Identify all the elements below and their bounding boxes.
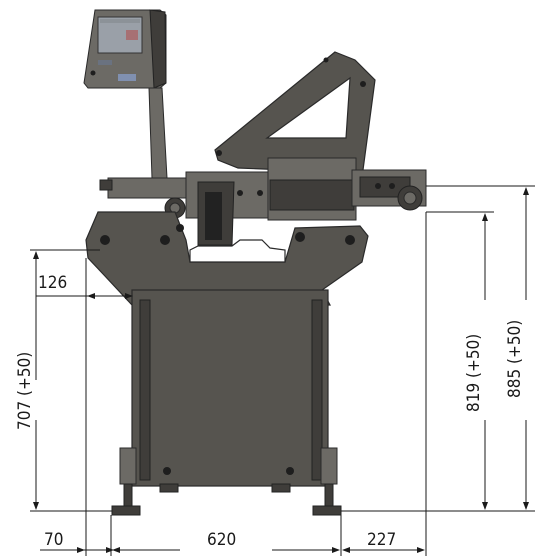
dimension-lines xyxy=(30,185,535,556)
support-column xyxy=(148,87,168,179)
control-panel xyxy=(83,9,167,89)
dim-gap-right-label: 227 xyxy=(367,530,396,550)
dim-height-mid-label: 819 (+50) xyxy=(464,334,484,412)
frame-top-plate xyxy=(85,211,369,306)
triangular-arm xyxy=(214,51,376,173)
base-cabinet xyxy=(131,289,329,493)
dim-width-main-label: 620 xyxy=(207,530,236,550)
dim-overhang-label: 126 xyxy=(38,273,67,293)
dim-height-right-label: 885 (+50) xyxy=(505,320,525,398)
dim-gap-left-label: 70 xyxy=(44,530,63,550)
dim-height-left-label: 707 (+50) xyxy=(15,352,35,430)
conveyor-assembly xyxy=(99,157,427,246)
left-foot xyxy=(111,447,141,516)
